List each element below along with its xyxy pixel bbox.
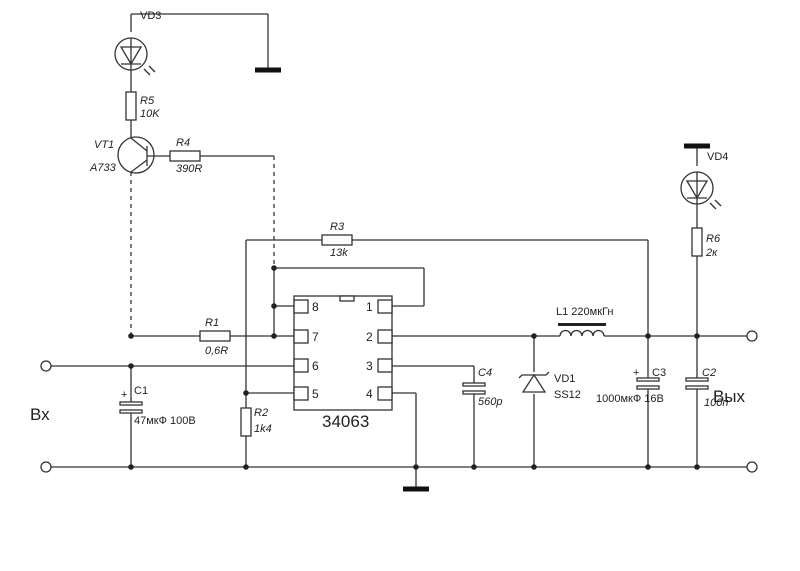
- ic-label: 34063: [322, 412, 369, 431]
- r1-value: 0,6R: [205, 345, 228, 357]
- c4-ref: C4: [478, 367, 492, 379]
- resistor-r4: R4 390R: [169, 137, 202, 175]
- c3-ref: C3: [652, 367, 666, 379]
- ic-pin-2-label: 2: [366, 330, 373, 344]
- ic-pin-3: [377, 358, 393, 373]
- ic-pin-1: [377, 299, 393, 314]
- diode-vd1: VD1 SS12: [518, 371, 581, 401]
- r5-ref: R5: [140, 95, 155, 107]
- ic-pin-4-label: 4: [366, 387, 373, 401]
- c1-polarity: +: [121, 389, 127, 401]
- r1-ref: R1: [205, 317, 219, 329]
- r2-ref: R2: [254, 407, 268, 419]
- ic-pin-8-label: 8: [312, 300, 319, 314]
- c3-value: 1000мкФ 16В: [596, 393, 664, 405]
- r3-value: 13k: [330, 247, 348, 259]
- led-vd4: VD4: [680, 151, 728, 210]
- c1-value: 47мкФ 100В: [134, 415, 196, 427]
- ic-pin-5: [293, 386, 309, 401]
- c1-ref: C1: [134, 385, 148, 397]
- c2-value: 100п: [704, 397, 728, 409]
- r6-value: 2к: [705, 247, 718, 259]
- capacitor-c4: C4 560p: [462, 367, 502, 408]
- capacitor-c3: + C3 1000мкФ 16В: [596, 367, 666, 405]
- ic-pin-7-label: 7: [312, 330, 319, 344]
- r2-value: 1k4: [254, 423, 272, 435]
- junction-dots: [128, 265, 700, 470]
- input-terminal-bottom: [40, 461, 52, 473]
- ic-pin-1-label: 1: [366, 300, 373, 314]
- inductor-l1: L1 220мкГн: [556, 306, 613, 337]
- c3-polarity: +: [633, 367, 639, 379]
- vd3-ref: VD3: [140, 10, 161, 22]
- r3-ref: R3: [330, 221, 345, 233]
- resistor-r6: R6 2к: [691, 227, 721, 259]
- vd4-ref: VD4: [707, 151, 728, 163]
- transistor-vt1: VT1 A733: [89, 136, 170, 174]
- vd1-value: SS12: [554, 389, 581, 401]
- output-terminal-top: [746, 330, 758, 342]
- resistor-r2: R2 1k4: [240, 407, 272, 437]
- c2-ref: C2: [702, 367, 716, 379]
- ic-pin-8: [293, 299, 309, 314]
- ic-pin-4: [377, 386, 393, 401]
- input-label: Вх: [30, 405, 50, 424]
- r6-ref: R6: [706, 233, 721, 245]
- ic-pin-2: [377, 329, 393, 344]
- ic-pin-5-label: 5: [312, 387, 319, 401]
- input-terminal-top: [40, 360, 52, 372]
- output-terminal-bottom: [746, 461, 758, 473]
- l1-label: L1 220мкГн: [556, 306, 613, 318]
- r5-value: 10K: [140, 108, 160, 120]
- led-vd3: VD3: [114, 10, 161, 76]
- c4-value: 560p: [478, 396, 502, 408]
- output-label: Вых: [713, 387, 746, 406]
- resistor-r3: R3 13k: [321, 221, 353, 259]
- vt1-ref: VT1: [94, 139, 114, 151]
- resistor-r5: R5 10K: [125, 91, 160, 121]
- resistor-r1: R1 0,6R: [199, 317, 231, 357]
- capacitor-c2: C2 100п: [685, 367, 728, 409]
- r4-value: 390R: [176, 163, 202, 175]
- ic-pin-6: [293, 358, 309, 373]
- ic-pin-7: [293, 329, 309, 344]
- ic-pin-3-label: 3: [366, 359, 373, 373]
- capacitor-c1: + C1 47мкФ 100В: [119, 385, 196, 427]
- vd1-ref: VD1: [554, 373, 575, 385]
- ic-pin-6-label: 6: [312, 359, 319, 373]
- vt1-value: A733: [89, 162, 117, 174]
- ic-34063: 8 7 6 5 1 2 3 4 34063: [293, 295, 393, 431]
- r4-ref: R4: [176, 137, 190, 149]
